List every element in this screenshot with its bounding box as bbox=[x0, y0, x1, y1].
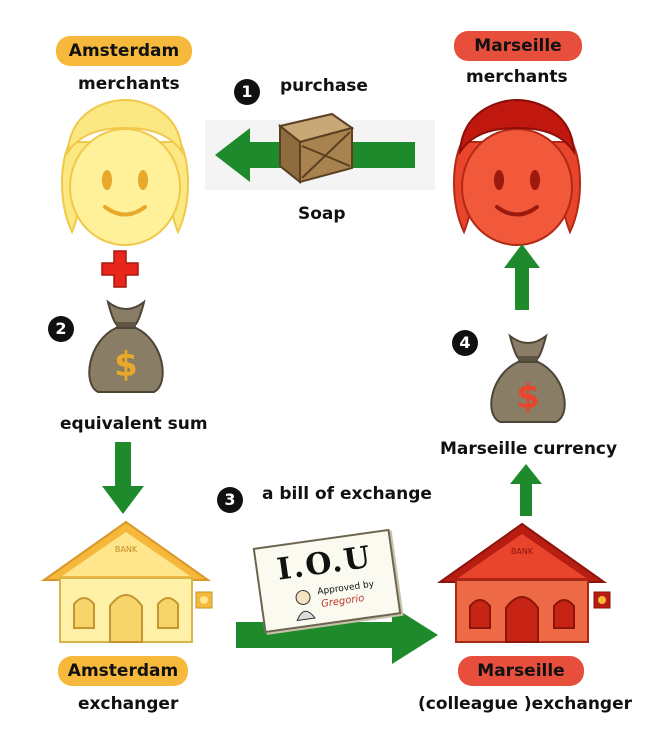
svg-text:$: $ bbox=[516, 377, 540, 417]
amsterdam-bank-building-icon: BANK bbox=[40, 520, 213, 643]
step-1-label: purchase bbox=[280, 76, 368, 96]
amsterdam-merchants-label: merchants bbox=[78, 74, 180, 94]
marseille-exchanger-city-badge: Marseille bbox=[458, 656, 584, 686]
step-4-badge: 4 bbox=[452, 330, 478, 356]
goods-label: Soap bbox=[298, 204, 346, 224]
amsterdam-exchanger-label: exchanger bbox=[78, 694, 179, 714]
marseille-money-bag-icon: $ bbox=[490, 333, 566, 423]
step-2-label: equivalent sum bbox=[60, 414, 208, 434]
marseille-bank-sign: BANK bbox=[511, 547, 534, 556]
marseille-merchants-city-badge: Marseille bbox=[454, 31, 582, 61]
svg-text:$: $ bbox=[114, 345, 138, 385]
marseille-merchants-label: merchants bbox=[466, 67, 568, 87]
step-4-label: Marseille currency bbox=[440, 439, 618, 459]
amsterdam-merchants-city-badge: Amsterdam bbox=[56, 36, 192, 66]
step-3-label: a bill of exchange bbox=[262, 484, 432, 504]
iou-note: I.O.U Approved by Gregorio bbox=[252, 528, 402, 634]
amsterdam-bank-sign: BANK bbox=[115, 545, 138, 554]
step-2-badge: 2 bbox=[48, 316, 74, 342]
step-3-badge: 3 bbox=[217, 487, 243, 513]
marseille-merchant-face-icon bbox=[453, 98, 581, 246]
amsterdam-money-bag-icon: $ bbox=[88, 299, 164, 393]
marseille-exchanger-label: (colleague )exchanger bbox=[418, 694, 633, 714]
plus-icon bbox=[101, 250, 139, 288]
step-1-badge: 1 bbox=[234, 79, 260, 105]
amsterdam-merchant-face-icon bbox=[61, 98, 189, 246]
gregorio-portrait-icon bbox=[295, 589, 316, 622]
amsterdam-exchanger-city-badge: Amsterdam bbox=[58, 656, 188, 686]
bill-transfer-arrow-right bbox=[236, 606, 438, 664]
marseille-bank-building-icon: BANK bbox=[436, 522, 611, 643]
soap-crate-icon bbox=[277, 112, 355, 185]
arrow-up-to-marseille-merchants bbox=[504, 244, 540, 310]
arrow-up-to-marseille-currency bbox=[510, 464, 542, 516]
arrow-down-to-amsterdam-exchanger bbox=[102, 442, 144, 514]
